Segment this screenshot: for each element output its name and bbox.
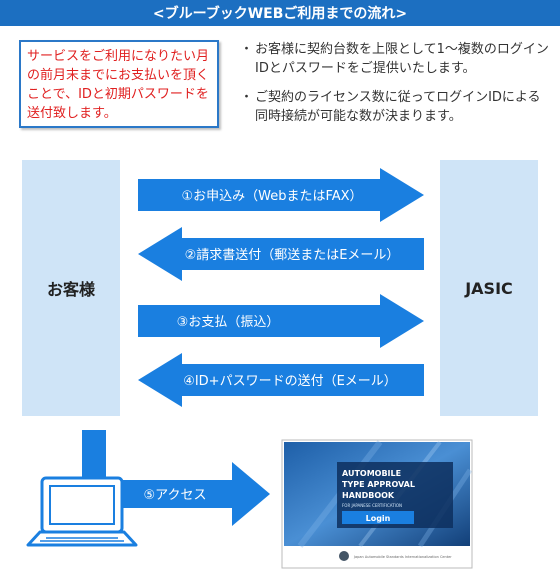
note-text: お客様に契約台数を上限として1〜複数のログインIDとパスワードをご提供いたします… [255,42,549,76]
step-label: ③お支払（振込） [177,315,280,330]
book-footer: Japan Automobile Standards International… [353,555,452,559]
book-title-line: AUTOMOBILE [342,469,401,478]
login-label: Login [366,514,391,523]
jasic-logo-icon [339,551,349,561]
step-label: ⑤アクセス [143,488,206,503]
laptop-icon [26,476,138,547]
payment-notice: サービスをご利用になりたい月の前月末までにお支払いを頂くことで、IDと初期パスワ… [19,40,219,128]
bullet-mark: ・ [240,42,254,57]
step-label: ①お申込み（WebまたはFAX） [181,189,362,204]
book-subtitle: FOR JAPANESE CERTIFICATION [342,503,402,508]
note-text: ご契約のライセンス数に従ってログインIDによる同時接続が可能な数が決まります。 [255,90,541,124]
step-label: ④ID+パスワードの送付（Eメール） [183,374,397,389]
step-arrow-credentials: ④ID+パスワードの送付（Eメール） [138,353,424,407]
note-item: ・ ご契約のライセンス数に従ってログインIDによる同時接続が可能な数が決まります… [240,88,552,126]
jasic-label: JASIC [465,278,513,298]
jasic-box: JASIC [440,160,538,416]
step-arrow-payment: ③お支払（振込） [138,294,424,348]
step-arrow-access: ⑤アクセス [82,430,270,526]
service-notes: ・ お客様に契約台数を上限として1〜複数のログインIDとパスワードをご提供いたし… [240,40,552,136]
page-title: <ブルーブックWEBご利用までの流れ> [0,0,560,26]
bullet-mark: ・ [240,90,254,105]
login-button[interactable] [342,511,414,524]
book-title-line: TYPE APPROVAL [342,480,415,489]
handbook-login-page: AUTOMOBILE TYPE APPROVAL HANDBOOK FOR JA… [281,439,473,569]
customer-label: お客様 [46,280,95,299]
step-arrow-apply: ①お申込み（WebまたはFAX） [138,168,424,222]
note-item: ・ お客様に契約台数を上限として1〜複数のログインIDとパスワードをご提供いたし… [240,40,552,78]
step-label: ②請求書送付（郵送またはEメール） [185,248,400,263]
step-arrow-invoice: ②請求書送付（郵送またはEメール） [138,227,424,281]
customer-box: お客様 [22,160,120,416]
book-title-line: HANDBOOK [342,491,395,500]
